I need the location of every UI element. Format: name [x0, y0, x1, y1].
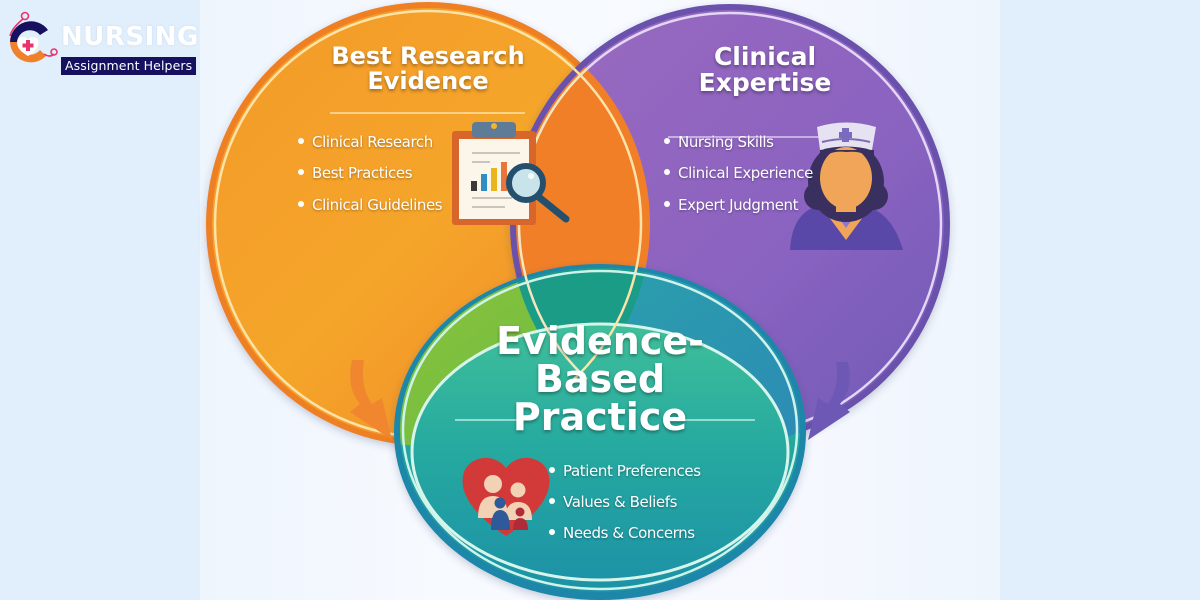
expertise-bullet: Clinical Experience [664, 164, 813, 182]
ebp-bullet: Needs & Concerns [549, 524, 695, 542]
clipboard-chart-magnifier-icon [452, 122, 570, 225]
ebp-bullet: Patient Preferences [549, 462, 701, 480]
brand-word: NURSING [61, 22, 199, 52]
family-heart-icon [462, 457, 550, 536]
brand-subtitle: Assignment Helpers [61, 57, 197, 75]
expertise-title-line-1: Clinical [713, 42, 817, 71]
expertise-to-ebp-arrow [808, 362, 850, 440]
ebp-title-line-2: Based [534, 357, 666, 401]
research-title-line-2: Evidence [367, 67, 489, 96]
expertise-title: Clinical Expertise [665, 42, 865, 98]
research-title-line-1: Best Research [331, 42, 525, 70]
ebp-title-line-1: Evidence- [496, 319, 704, 363]
ebp-title-line-3: Practice [512, 395, 688, 439]
expertise-bullet: Expert Judgment [664, 196, 799, 214]
heart-cross-stethoscope-icon [9, 11, 58, 63]
research-bullet: Clinical Research [298, 133, 433, 151]
ebp-bullet: Values & Beliefs [549, 493, 677, 511]
nurse-icon [790, 122, 903, 250]
research-to-ebp-arrow [350, 360, 392, 440]
expertise-bullet: Nursing Skills [664, 133, 774, 151]
research-bullet: Clinical Guidelines [298, 196, 443, 214]
research-title: Best Research Evidence [318, 42, 538, 96]
expertise-title-line-2: Expertise [698, 68, 832, 98]
brand-logo[interactable]: NURSING Assignment Helpers [0, 10, 215, 75]
ebp-title: Evidence- Based Practice [490, 322, 710, 436]
research-bullet: Best Practices [298, 164, 413, 182]
